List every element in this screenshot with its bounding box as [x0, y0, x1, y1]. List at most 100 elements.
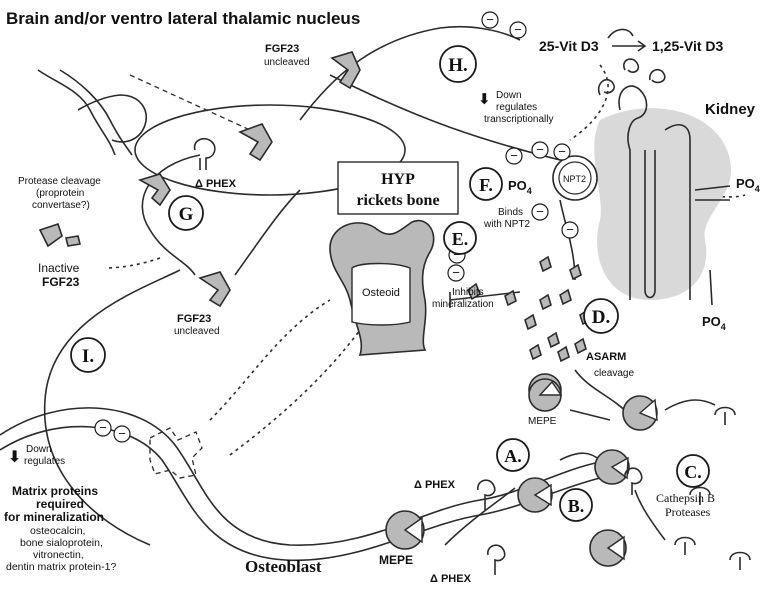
asarm-fragment — [530, 345, 541, 359]
phex-brain-receptor — [195, 139, 215, 170]
matrix-line4: osteocalcin, — [30, 525, 85, 537]
h-note-line3: transcriptionally — [484, 114, 553, 125]
cleavage-label: cleavage — [594, 368, 634, 379]
svg-text:G: G — [179, 204, 194, 225]
po4-bottom-label: PO4 — [702, 314, 726, 332]
protease-fragments — [675, 408, 750, 571]
page-title: Brain and/or ventro lateral thalamic nuc… — [6, 9, 360, 28]
svg-text:−: − — [514, 22, 522, 37]
minus-sign: − — [114, 426, 130, 442]
inactive-label: Inactive — [38, 261, 80, 275]
svg-text:I.: I. — [82, 346, 94, 367]
minus-sign: − — [510, 22, 526, 38]
y-fragment — [715, 408, 735, 426]
kidney-label: Kidney — [705, 101, 756, 118]
dotted-arrow-to-osteoid-2 — [230, 330, 360, 455]
svg-text:B.: B. — [568, 496, 585, 516]
step-a: A. — [497, 439, 529, 471]
svg-text:−: − — [566, 222, 574, 237]
inactive-fgf23-fragment-1 — [40, 224, 62, 246]
h-note-line2: regulates — [496, 102, 537, 113]
svg-text:−: − — [452, 265, 460, 280]
minus-sign: − — [554, 144, 570, 160]
minus-sign: − — [532, 204, 548, 220]
protease-note-line3: convertase?) — [32, 200, 90, 211]
svg-text:−: − — [486, 12, 494, 27]
phex-bottom-label: Δ PHEX — [430, 573, 472, 585]
minus-sign: − — [532, 142, 548, 158]
i-note-line1: Down — [26, 444, 52, 455]
mepe-upper-label: MEPE — [528, 416, 557, 427]
brain-dashed-line — [130, 75, 250, 130]
hyp-box-line2: rickets bone — [356, 192, 439, 209]
asarm-label: ASARM — [586, 351, 626, 363]
asarm-fragment — [575, 339, 586, 353]
y-fragment — [675, 538, 695, 556]
matrix-line7: dentin matrix protein-1? — [6, 561, 116, 573]
cathepsin-line2: Proteases — [665, 505, 711, 519]
matrix-line6: vitronectin, — [33, 549, 84, 561]
fragment-arrow-right — [665, 400, 715, 410]
dotted-arrow-to-osteoid-1 — [210, 300, 330, 420]
i-note-line2: regulates — [24, 456, 65, 467]
phex-receptor-bottom — [488, 545, 505, 575]
nephron-loops — [599, 59, 665, 95]
po4-right-label: PO4 — [736, 176, 760, 194]
phex-top-label: Δ PHEX — [195, 178, 237, 190]
asarm-fragment — [570, 265, 581, 279]
y-fragment — [730, 553, 750, 571]
h-note-line1: Down — [496, 90, 522, 101]
osteoid-label: Osteoid — [362, 287, 400, 299]
asarm-fragment — [525, 315, 536, 329]
step-b: B. — [560, 489, 592, 521]
asarm-fragment — [540, 257, 551, 271]
ureter — [710, 270, 712, 305]
asarm-fragment — [558, 347, 569, 361]
cathepsin-line1: Cathepsin B — [656, 491, 715, 505]
fgf23-bottom-state: uncleaved — [174, 326, 220, 337]
osteoblast-label: Osteoblast — [245, 557, 322, 576]
fgf23-top-label: FGF23 — [265, 43, 299, 55]
i-downregulate-arrow: ⬇ — [8, 449, 21, 466]
svg-text:−: − — [99, 420, 107, 435]
fgf23-bottom-shape — [200, 272, 230, 306]
svg-text:C.: C. — [684, 462, 702, 482]
svg-text:−: − — [118, 426, 126, 441]
protease-note-line2: (proprotein — [36, 188, 84, 199]
svg-text:−: − — [510, 148, 518, 163]
step-h: H. — [440, 46, 476, 82]
matrix-line2: required — [36, 497, 84, 511]
minus-sign: − — [95, 420, 111, 436]
minus-sign: − — [482, 12, 498, 28]
matrix-protein-outline — [150, 428, 202, 478]
hyp-box-line1: HYP — [381, 171, 415, 188]
f-po4-label: PO4 — [508, 178, 532, 196]
svg-text:−: − — [536, 204, 544, 219]
matrix-line5: bone sialoprotein, — [20, 537, 103, 549]
matrix-line1: Matrix proteins — [12, 484, 98, 498]
f-binds-line1: Binds — [498, 207, 523, 218]
mepe-to-phex-arrow — [445, 488, 515, 545]
svg-text:D.: D. — [592, 307, 610, 328]
svg-text:−: − — [558, 144, 566, 159]
vitd-precursor: 25-Vit D3 — [539, 38, 599, 54]
minus-sign: − — [448, 265, 464, 281]
dotted-g-to-inactive — [105, 258, 160, 268]
asarm-fragment — [560, 290, 571, 304]
minus-sign: − — [562, 222, 578, 238]
g-outer-path — [235, 190, 300, 275]
f-binds-line2: with NPT2 — [483, 219, 531, 230]
step-f: F. — [470, 168, 502, 200]
osteoblast-membrane-outer — [0, 408, 600, 545]
b-arrow — [560, 453, 600, 460]
step-g: G — [169, 196, 203, 230]
mepe-lower-label: MEPE — [379, 553, 413, 567]
svg-text:E.: E. — [452, 229, 469, 249]
minus-sign: − — [506, 148, 522, 164]
fgf23-bottom-label: FGF23 — [177, 313, 211, 325]
protease-note-line1: Protease cleavage — [18, 176, 101, 187]
brain-structure-right — [78, 95, 146, 142]
step-d: D. — [584, 299, 618, 333]
step-c: C. — [677, 455, 709, 487]
